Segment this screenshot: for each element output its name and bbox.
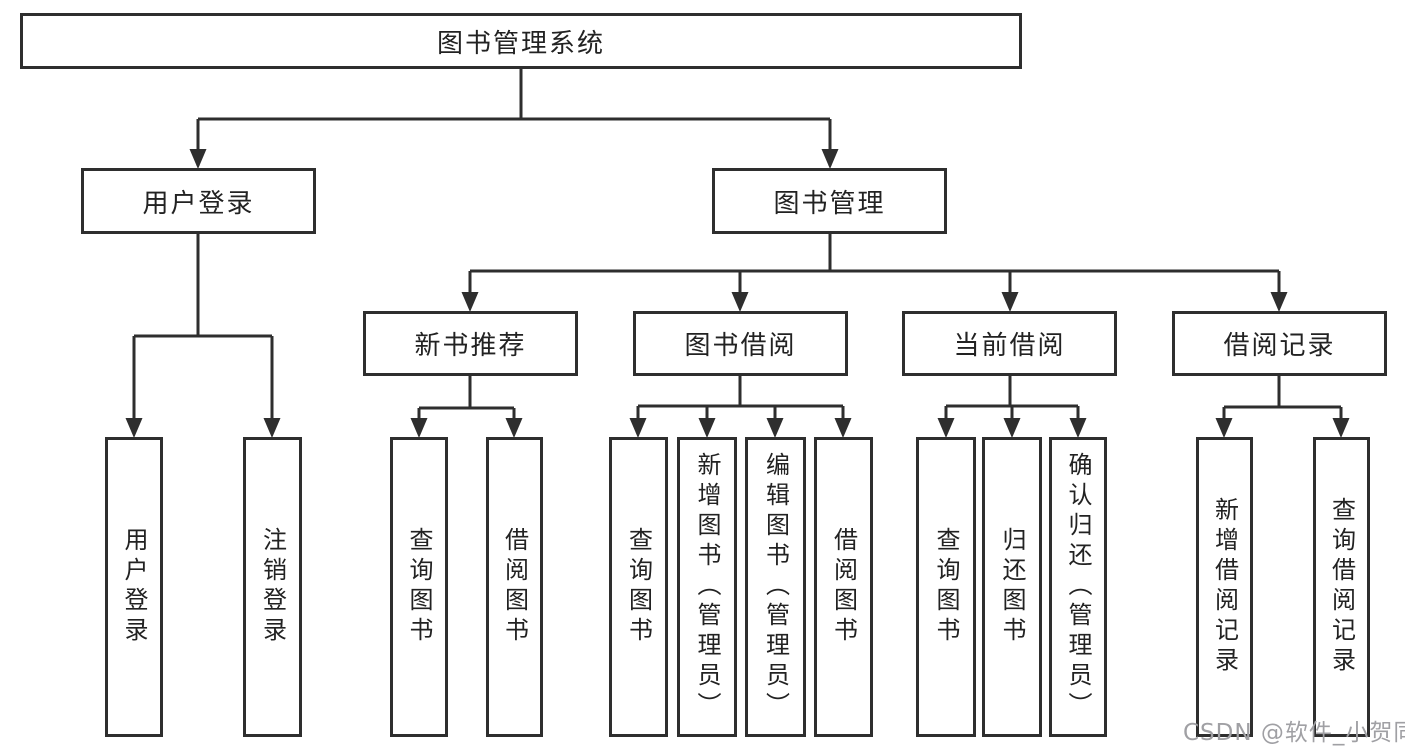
- leaf-add-borrow-record: 新增借阅记录: [1196, 437, 1253, 737]
- node-current-borrow: 当前借阅: [902, 311, 1117, 376]
- connector-book-borrow-to-leaves: [629, 376, 852, 438]
- leaf-borrow-books: 借阅图书: [814, 437, 873, 737]
- leaf-return-book: 归还图书: [982, 437, 1042, 737]
- leaf-confirm-return-admin: 确认归还（管理员）: [1049, 437, 1107, 737]
- connector-current-borrow-to-leaves: [937, 376, 1087, 438]
- node-root: 图书管理系统: [20, 13, 1022, 69]
- connector-user-login-to-leaves: [125, 234, 281, 438]
- leaf-logout: 注销登录: [243, 437, 302, 737]
- connector-borrow-records-to-leaves: [1215, 376, 1350, 438]
- node-new-book-recommend: 新书推荐: [363, 311, 578, 376]
- connector-book-management-to-level3: [461, 234, 1288, 312]
- leaf-query-books-current: 查询图书: [916, 437, 976, 737]
- node-borrow-records: 借阅记录: [1172, 311, 1387, 376]
- leaf-query-books-recommend: 查询图书: [390, 437, 448, 737]
- leaf-borrow-books-recommend: 借阅图书: [486, 437, 543, 737]
- csdn-watermark: CSDN @软件_小贺同学: [1183, 720, 1405, 746]
- leaf-edit-book-admin: 编辑图书（管理员）: [745, 437, 806, 737]
- leaf-query-borrow-record: 查询借阅记录: [1313, 437, 1370, 737]
- leaf-add-book-admin: 新增图书（管理员）: [677, 437, 737, 737]
- node-book-borrow: 图书借阅: [633, 311, 848, 376]
- node-user-login: 用户登录: [81, 168, 316, 234]
- connector-root-to-level2: [189, 69, 839, 169]
- leaf-user-login: 用户登录: [105, 437, 163, 737]
- leaf-query-books-borrow: 查询图书: [609, 437, 668, 737]
- node-book-management: 图书管理: [712, 168, 947, 234]
- connector-new-book-recommend-to-leaves: [410, 376, 523, 438]
